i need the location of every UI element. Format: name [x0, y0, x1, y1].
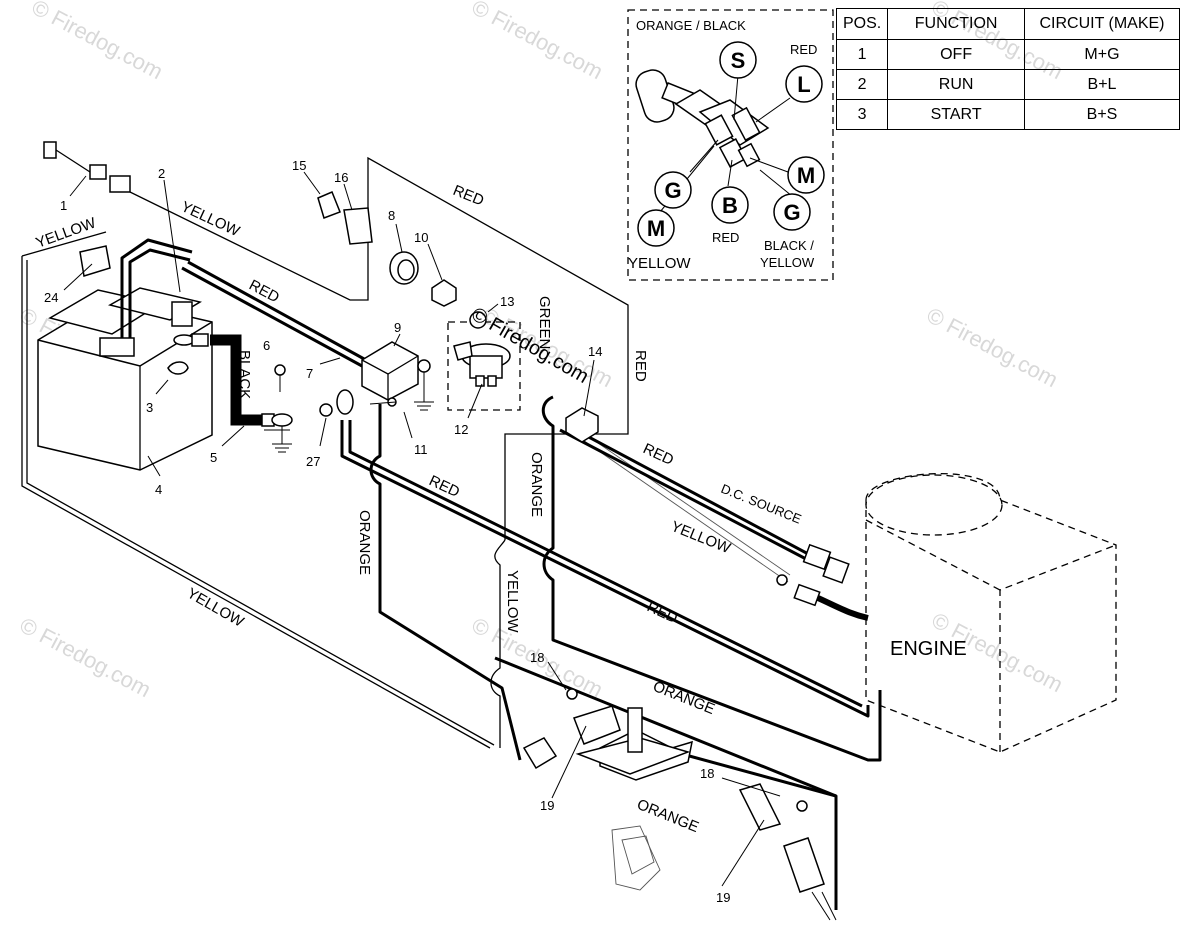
part-number: 19 — [540, 798, 554, 813]
terminal-l: L — [785, 65, 823, 103]
terminal-s: S — [719, 41, 757, 79]
wire-label-orange: ORANGE — [356, 510, 373, 575]
wire-label-orange: ORANGE — [528, 452, 545, 517]
part-number: 12 — [454, 422, 468, 437]
column-header: POS. — [835, 8, 889, 40]
terminal-m: M — [637, 209, 675, 247]
svg-text:M: M — [797, 163, 815, 188]
part-number: 24 — [44, 290, 58, 305]
svg-text:L: L — [797, 72, 810, 97]
table-cell: 3 — [835, 99, 889, 130]
terminal-g: G — [654, 171, 692, 209]
orange-wire — [369, 395, 882, 910]
wire-label-black: BLACK — [236, 350, 253, 399]
wire-label-orange: ORANGE — [635, 796, 702, 836]
terminal-b: B — [711, 186, 749, 224]
battery — [37, 238, 213, 471]
watermark: © Firedog.com — [923, 302, 1062, 392]
svg-text:G: G — [664, 178, 681, 203]
part-number: 9 — [394, 320, 401, 335]
small-parts — [274, 191, 457, 417]
wire-label-red: RED — [644, 598, 680, 627]
wire-label-orange: ORANGE — [651, 678, 718, 718]
table-row: 3 START B+S — [835, 99, 1180, 130]
part-number: 5 — [210, 450, 217, 465]
svg-text:G: G — [783, 200, 800, 225]
interlock-switches — [522, 688, 837, 921]
table-cell: B+L — [1023, 69, 1180, 100]
table-cell: 2 — [835, 69, 889, 100]
part-number: 6 — [263, 338, 270, 353]
inset-label-yellow: YELLOW — [628, 255, 691, 272]
table-header-row: POS. FUNCTION CIRCUIT (MAKE) — [835, 8, 1180, 40]
engine-label: ENGINE — [890, 638, 967, 660]
black-cable — [191, 333, 293, 453]
part-number: 11 — [414, 442, 428, 457]
ignition-switch — [447, 311, 521, 411]
connector — [565, 407, 599, 443]
column-header: CIRCUIT (MAKE) — [1023, 8, 1180, 40]
wire-label-red: RED — [640, 440, 676, 469]
part-number: 14 — [588, 344, 602, 359]
table-cell: RUN — [887, 69, 1025, 100]
inset-label-red: RED — [790, 42, 817, 57]
part-number: 3 — [146, 400, 153, 415]
watermark: © Firedog.com — [16, 612, 155, 702]
wire-label-yellow: YELLOW — [669, 518, 734, 557]
part-number: 10 — [414, 230, 428, 245]
part-number: 27 — [306, 454, 320, 469]
watermark: © Firedog.com — [468, 0, 607, 84]
wire-label-yellow: YELLOW — [504, 570, 521, 633]
wire-label-red: RED — [426, 472, 462, 501]
part-number: 18 — [530, 650, 544, 665]
wire-label-yellow: YELLOW — [184, 585, 247, 631]
red-wires — [181, 260, 870, 718]
switch-position-table: POS. FUNCTION CIRCUIT (MAKE) 1 OFF M+G 2… — [835, 8, 1180, 130]
wire-label-yellow: YELLOW — [34, 214, 99, 252]
table-cell: M+G — [1023, 39, 1180, 70]
table-cell: 1 — [835, 39, 889, 70]
wire-label-red: RED — [451, 182, 487, 210]
inset-label-red: RED — [712, 230, 739, 245]
watermark: © Firedog.com — [28, 0, 167, 84]
yellow-harness — [21, 156, 791, 749]
wire-label-yellow: YELLOW — [178, 198, 243, 240]
table-cell: B+S — [1023, 99, 1180, 130]
table-row: 2 RUN B+L — [835, 69, 1180, 100]
terminal-g: G — [773, 193, 811, 231]
svg-text:M: M — [647, 216, 665, 241]
svg-text:B: B — [722, 193, 738, 218]
wire-label-green: GREEN — [536, 296, 553, 349]
part-number: 4 — [155, 482, 162, 497]
table-cell: START — [887, 99, 1025, 130]
ignition-switch-inset: ORANGE / BLACK S L G M B M G RED RED YEL… — [627, 9, 834, 281]
solenoid — [336, 341, 434, 415]
part-numbers: 1 2 3 4 5 6 7 8 9 10 11 12 13 14 15 16 1… — [44, 158, 781, 905]
terminal-m: M — [787, 156, 825, 194]
part-number: 13 — [500, 294, 514, 309]
inset-label-black-yellow: BLACK / — [764, 238, 814, 253]
wire-label-red: RED — [246, 277, 282, 307]
wire-label-red: RED — [632, 350, 649, 382]
key-icon — [635, 69, 770, 168]
svg-text:S: S — [731, 48, 746, 73]
inset-top-label: ORANGE / BLACK — [636, 18, 746, 33]
part-number: 18 — [700, 766, 714, 781]
part-number: 16 — [334, 170, 348, 185]
connector — [43, 141, 131, 193]
table-cell: OFF — [887, 39, 1025, 70]
part-number: 7 — [306, 366, 313, 381]
part-number: 2 — [158, 166, 165, 181]
column-header: FUNCTION — [887, 8, 1025, 40]
table-row: 1 OFF M+G — [835, 39, 1180, 70]
engine — [776, 472, 1117, 753]
part-number: 19 — [716, 890, 730, 905]
inset-label-black-yellow: YELLOW — [760, 255, 815, 270]
part-number: 1 — [60, 198, 67, 213]
part-number: 15 — [292, 158, 306, 173]
part-number: 8 — [388, 208, 395, 223]
